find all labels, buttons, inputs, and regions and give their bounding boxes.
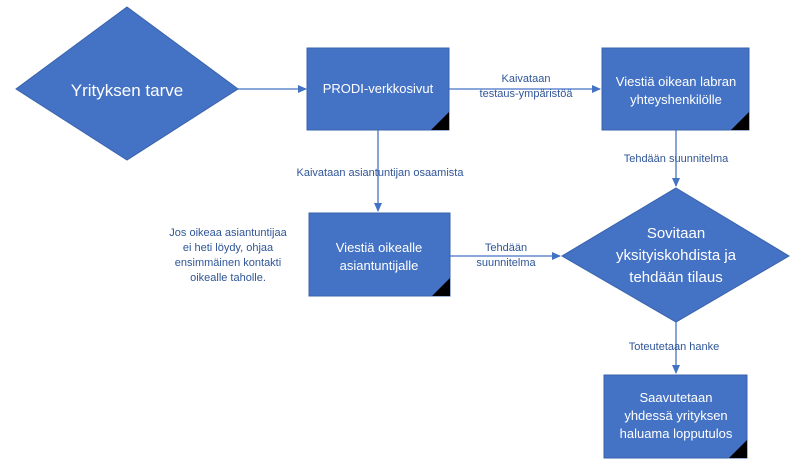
node-need-label: Yrityksen tarve [71,81,183,100]
edge-plan-left-line2: suunnitelma [476,257,536,269]
node-agree-line1: Sovitaan [647,225,705,242]
node-result-line2: yhdessä yrityksen [624,408,727,423]
node-result: Saavutetaan yhdessä yrityksen haluama lo… [603,374,748,459]
node-lab-contact: Viestiä oikean labran yhteyshenkilölle [601,47,750,131]
node-result-line1: Saavutetaan [639,390,712,405]
side-note-line4: oikealle taholle. [190,272,266,284]
corner-mark [731,112,749,130]
node-prodi-label: PRODI-verkkosivut [323,81,434,96]
corner-mark [431,112,449,130]
corner-mark [729,440,747,458]
edge-plan-top-label: Tehdään suunnitelma [624,153,729,165]
node-agree-line2: yksityiskohdista ja [616,247,737,264]
edge-labels: Kaivataan testaus-ympäristöä Kaivataan a… [297,73,730,353]
side-note-line2: ei heti löydy, ohjaa [183,242,274,254]
edge-plan-left-line1: Tehdään [485,242,527,254]
node-agree: Sovitaan yksityiskohdista ja tehdään til… [561,187,790,323]
node-expert-line1: Viestiä oikealle [336,240,422,255]
edge-implement-label: Toteutetaan hanke [629,341,720,353]
node-expert: Viestiä oikealle asiantuntijalle [308,212,451,297]
side-note-line3: ensimmäinen kontakti [175,257,281,269]
node-lab-contact-line1: Viestiä oikean labran [616,74,736,89]
edge-test-env-line1: Kaivataan [502,73,551,85]
node-prodi: PRODI-verkkosivut [306,47,450,131]
side-note: Jos oikeaa asiantuntijaa ei heti löydy, … [169,227,287,284]
connectors [238,85,680,374]
node-lab-contact-line2: yhteyshenkilölle [630,92,722,107]
node-expert-line2: asiantuntijalle [340,258,419,273]
node-need: Yrityksen tarve [15,6,239,161]
edge-test-env-line2: testaus-ympäristöä [480,88,574,100]
side-note-line1: Jos oikeaa asiantuntijaa [169,227,287,239]
edge-expertise-label: Kaivataan asiantuntijan osaamista [297,167,465,179]
node-agree-line3: tehdään tilaus [629,269,722,286]
node-result-line3: haluama lopputulos [620,426,733,441]
corner-mark [432,278,450,296]
